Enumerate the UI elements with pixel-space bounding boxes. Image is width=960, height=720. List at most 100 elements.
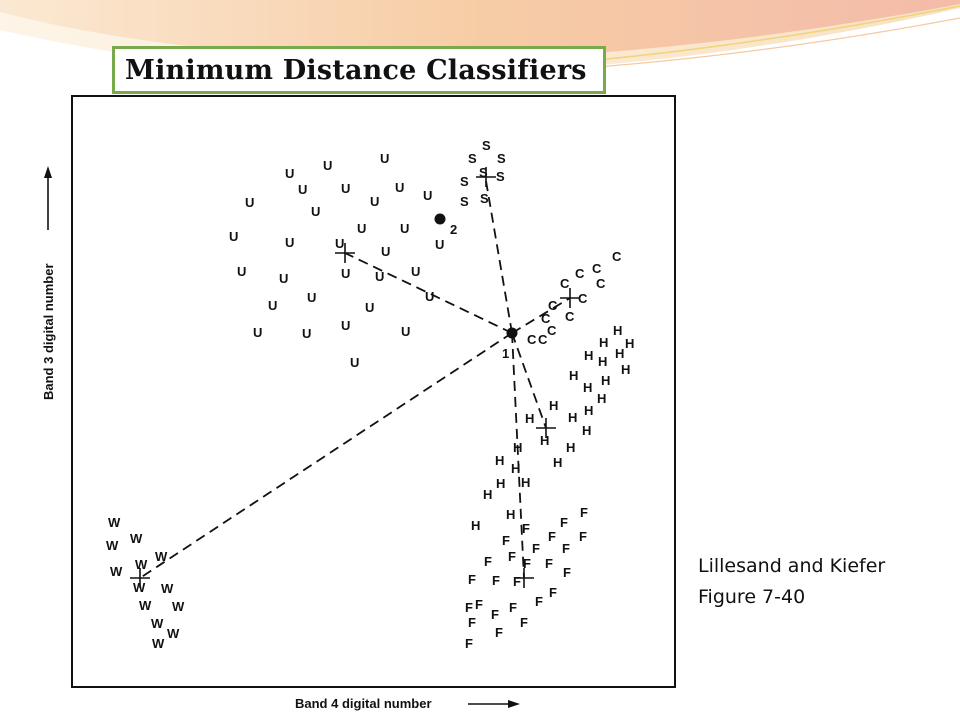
unknown-point-1-dot	[506, 327, 518, 339]
class-h-point: H	[495, 453, 504, 468]
class-h-point: H	[582, 423, 591, 438]
class-u-point: U	[253, 325, 262, 340]
class-h-point: H	[598, 354, 607, 369]
class-f-point: F	[492, 573, 500, 588]
class-h-point: H	[549, 398, 558, 413]
class-f-point: F	[549, 585, 557, 600]
class-f-point: F	[484, 554, 492, 569]
class-f-point: F	[532, 541, 540, 556]
class-h-point: H	[625, 336, 634, 351]
class-u-point: U	[323, 158, 332, 173]
class-f-point: F	[468, 615, 476, 630]
class-h-point: H	[525, 411, 534, 426]
class-s-point: S	[496, 169, 505, 184]
class-u-point: U	[298, 182, 307, 197]
class-s-point: S	[480, 191, 489, 206]
class-h-point: H	[511, 461, 520, 476]
class-h-point: H	[540, 433, 549, 448]
class-w-point: W	[106, 538, 119, 553]
class-c-point: C	[560, 276, 570, 291]
class-h-point: H	[601, 373, 610, 388]
class-w-point: W	[161, 581, 174, 596]
class-f-point: F	[491, 607, 499, 622]
unknown-point-1-label: 1	[502, 346, 509, 361]
class-c-point: C	[596, 276, 606, 291]
class-c-point: C	[548, 298, 558, 313]
class-f-point: F	[465, 636, 473, 651]
class-s-point: S	[468, 151, 477, 166]
class-f-point: F	[560, 515, 568, 530]
class-u-point: U	[341, 181, 350, 196]
class-c-point: C	[541, 311, 551, 326]
class-w-point: W	[130, 531, 143, 546]
figure-caption-authors: Lillesand and Kiefer	[698, 555, 886, 577]
class-u-point: U	[381, 244, 390, 259]
class-f-point: F	[468, 572, 476, 587]
class-w-point: W	[172, 599, 185, 614]
class-h-point: H	[583, 380, 592, 395]
unknown-point-2-label: 2	[450, 222, 457, 237]
class-h-point: H	[483, 487, 492, 502]
class-h-point: H	[566, 440, 575, 455]
class-w-point: W	[135, 557, 148, 572]
class-f-point: F	[522, 521, 530, 536]
class-w-point: W	[133, 580, 146, 595]
distance-lines	[139, 180, 571, 579]
class-u-point: U	[341, 318, 350, 333]
class-u-point: U	[370, 194, 379, 209]
class-h-point: H	[568, 410, 577, 425]
class-h-point: H	[513, 440, 522, 455]
class-h-point: H	[584, 403, 593, 418]
class-c-point: C	[612, 249, 622, 264]
class-f-point: F	[535, 594, 543, 609]
class-h-point: H	[599, 335, 608, 350]
class-f-point: F	[495, 625, 503, 640]
class-u-point: U	[307, 290, 316, 305]
class-f-point: F	[562, 541, 570, 556]
y-axis-label: Band 3 digital number	[41, 263, 56, 400]
class-w-point: W	[151, 616, 164, 631]
unknown-point-2-dot	[434, 213, 446, 225]
class-w-point: W	[167, 626, 180, 641]
class-c-point: C	[592, 261, 602, 276]
class-w-point: W	[108, 515, 121, 530]
class-h-point: H	[613, 323, 622, 338]
class-f-point: F	[475, 597, 483, 612]
class-u-point: U	[365, 300, 374, 315]
class-c-point: C	[575, 266, 585, 281]
plot-frame	[71, 95, 676, 688]
class-f-point: F	[548, 529, 556, 544]
slide-title-box: Minimum Distance Classifiers	[112, 46, 606, 94]
class-s-point: S	[460, 194, 469, 209]
class-f-point: F	[545, 556, 553, 571]
class-f-point: F	[579, 529, 587, 544]
class-h-point: H	[584, 348, 593, 363]
class-u-point: U	[375, 269, 384, 284]
class-u-point: U	[279, 271, 288, 286]
class-s-point: S	[497, 151, 506, 166]
class-f-point: F	[465, 600, 473, 615]
class-f-point: F	[513, 574, 521, 589]
class-c-point: C	[538, 332, 548, 347]
class-w-point: W	[155, 549, 168, 564]
class-u-point: U	[302, 326, 311, 341]
class-u-point: U	[285, 235, 294, 250]
class-u-point: U	[380, 151, 389, 166]
class-u-point: U	[423, 188, 432, 203]
class-w-point: W	[152, 636, 165, 651]
class-c-point: C	[547, 323, 557, 338]
class-f-point: F	[563, 565, 571, 580]
class-u-point: U	[268, 298, 277, 313]
class-u-point: U	[311, 204, 320, 219]
class-u-point: U	[435, 237, 444, 252]
class-f-point: F	[508, 549, 516, 564]
class-f-point: F	[509, 600, 517, 615]
class-u-point: U	[411, 264, 420, 279]
class-h-point: H	[597, 391, 606, 406]
class-u-point: U	[395, 180, 404, 195]
class-h-point: H	[553, 455, 562, 470]
class-u-point: U	[357, 221, 366, 236]
class-h-point: H	[471, 518, 480, 533]
